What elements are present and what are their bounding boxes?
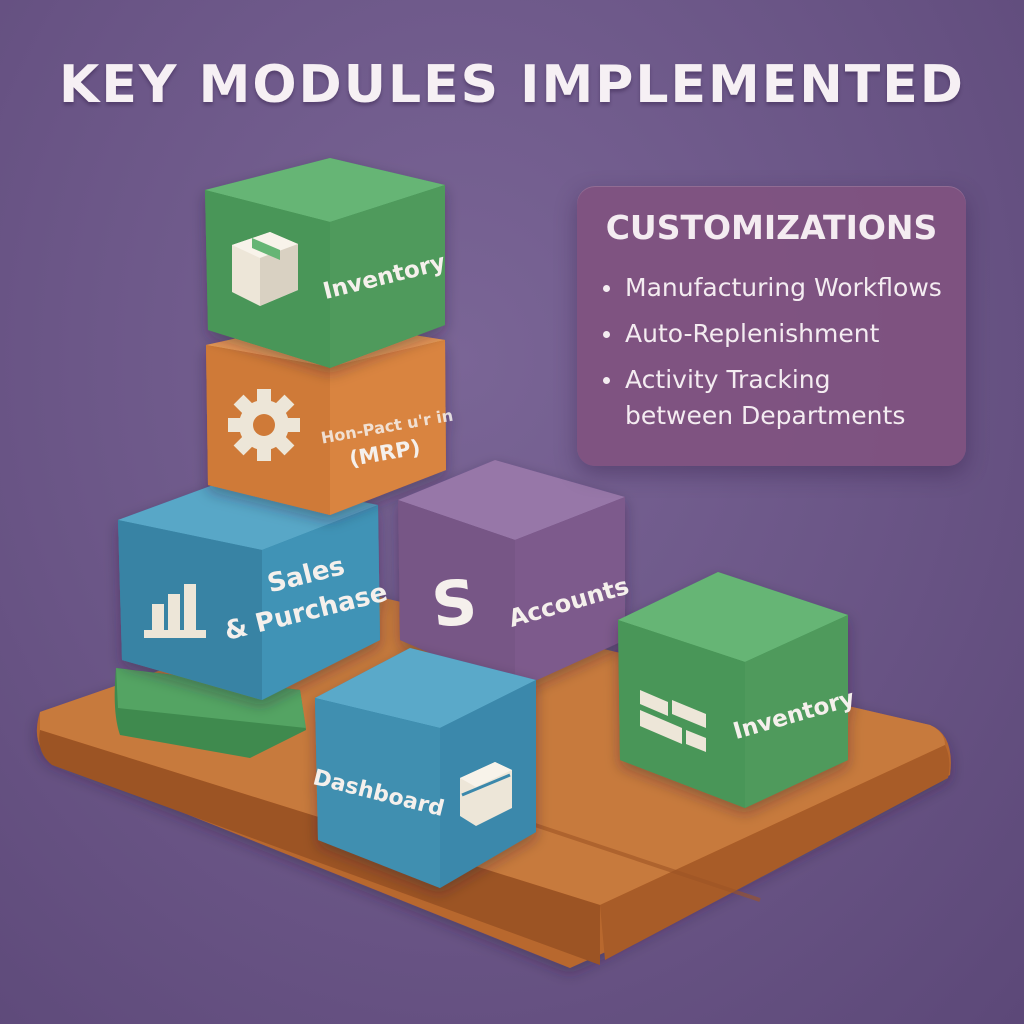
list-item: Manufacturing Workflows	[599, 270, 985, 306]
bar-chart-icon	[144, 584, 206, 638]
inventory-top-cube: Inventory	[205, 158, 448, 368]
bricks-icon	[640, 690, 706, 752]
customizations-title: CUSTOMIZATIONS	[605, 208, 938, 247]
page-title: KEY MODULES IMPLEMENTED	[59, 55, 965, 115]
gear-icon	[228, 389, 300, 461]
dollar-icon: S	[428, 565, 480, 642]
inventory-right-cube: Inventory	[618, 572, 858, 808]
list-item: Activity Tracking between Departments	[599, 362, 925, 434]
sales-purchase-cube: Sales & Purchase	[118, 477, 391, 700]
box-icon	[232, 232, 298, 306]
dashboard-cube: Dashboard	[310, 648, 536, 888]
customizations-panel: CUSTOMIZATIONS Manufacturing Workflows A…	[577, 186, 966, 466]
document-icon	[460, 762, 512, 826]
list-item: Auto-Replenishment	[599, 316, 985, 352]
accounts-cube: S Accounts	[398, 460, 632, 690]
customizations-list: Manufacturing Workflows Auto-Replenishme…	[599, 270, 985, 444]
